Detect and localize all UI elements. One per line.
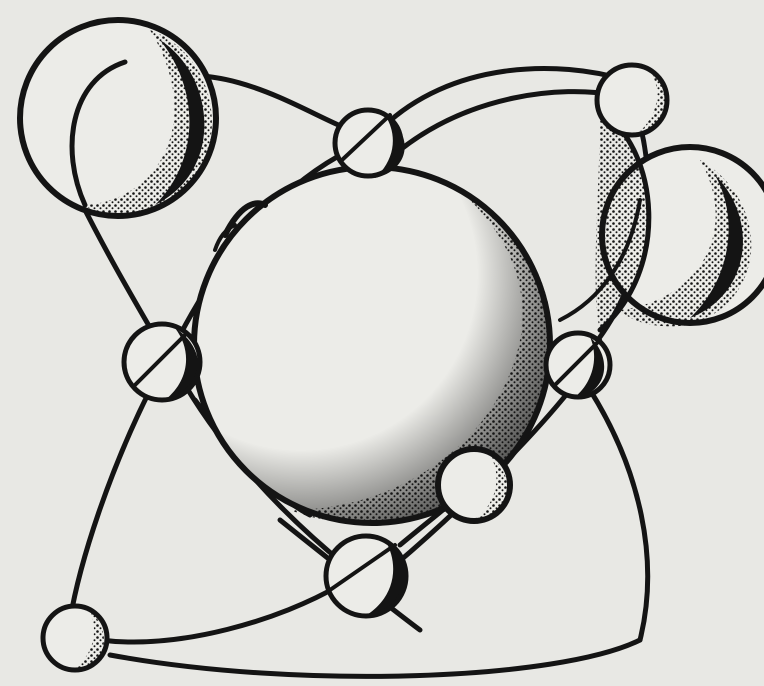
atom-small-top [335,110,405,178]
atom-small-right [546,333,610,397]
atom-small-lower-right [438,449,510,521]
atom-small-bottom-left [43,606,107,670]
atom-small-bottom [326,536,406,616]
atom-small-left [124,324,200,400]
atom-small-top-right [597,65,668,136]
atom-sphere-top-left [20,20,216,217]
